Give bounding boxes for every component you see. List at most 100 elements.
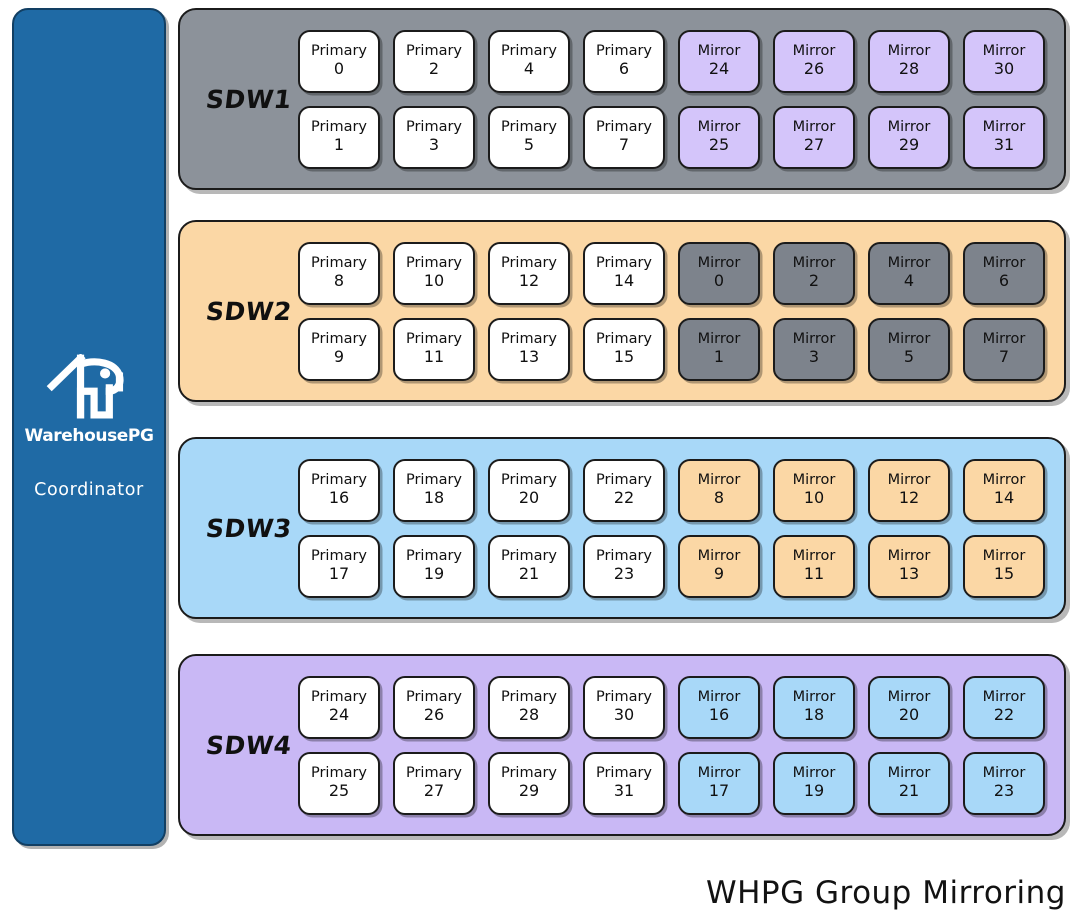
segment-number: 13 xyxy=(898,564,920,584)
segment-number: 25 xyxy=(328,781,350,801)
segment-number: 20 xyxy=(518,488,540,508)
segment-number: 31 xyxy=(993,135,1015,155)
segment-number: 31 xyxy=(613,781,635,801)
segment-number: 14 xyxy=(613,271,635,291)
segment-kind-label: Primary xyxy=(310,472,368,488)
segment-number: 29 xyxy=(518,781,540,801)
segment-kind-label: Mirror xyxy=(887,331,931,347)
segment-number: 22 xyxy=(613,488,635,508)
segment-number: 19 xyxy=(423,564,445,584)
segment-kind-label: Primary xyxy=(500,331,558,347)
segment-number: 5 xyxy=(523,135,535,155)
segment-number: 2 xyxy=(808,271,820,291)
segment-number: 27 xyxy=(803,135,825,155)
segment-number: 24 xyxy=(708,59,730,79)
segment-number: 29 xyxy=(898,135,920,155)
segment-kind-label: Mirror xyxy=(887,255,931,271)
segment-kind-label: Mirror xyxy=(697,548,741,564)
segment-kind-label: Primary xyxy=(500,472,558,488)
segment-kind-label: Mirror xyxy=(697,43,741,59)
segment-number: 15 xyxy=(613,347,635,367)
segment-number: 6 xyxy=(618,59,630,79)
segment-kind-label: Primary xyxy=(500,765,558,781)
segment-kind-label: Mirror xyxy=(697,689,741,705)
segment-kind-label: Mirror xyxy=(792,548,836,564)
diagram-caption: WHPG Group Mirroring xyxy=(705,875,1066,911)
segment-kind-label: Primary xyxy=(595,255,653,271)
coordinator-node[interactable]: WarehousePG Coordinator xyxy=(12,8,166,846)
segment-number: 24 xyxy=(328,705,350,725)
segment-kind-label: Mirror xyxy=(792,255,836,271)
segment-kind-label: Mirror xyxy=(887,765,931,781)
